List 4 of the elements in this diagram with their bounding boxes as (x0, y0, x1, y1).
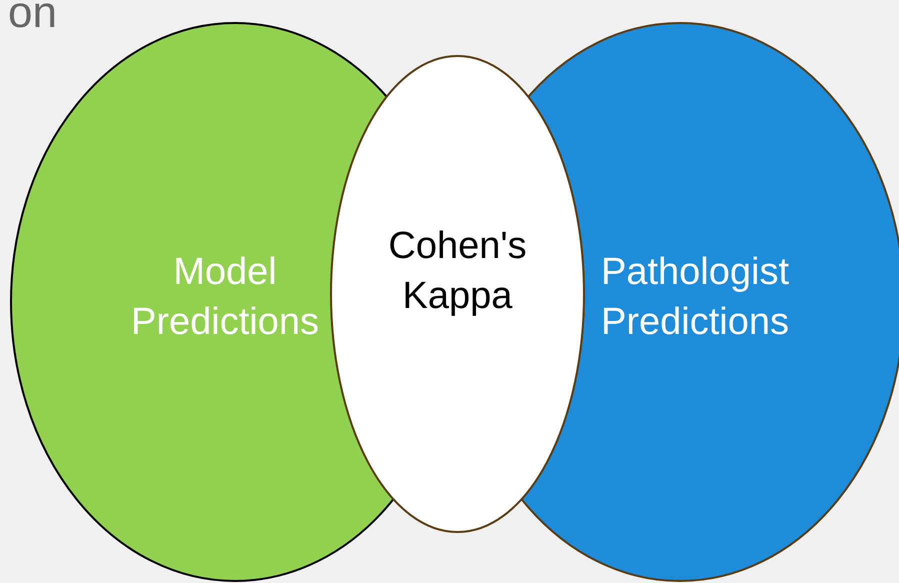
set-label: Pathologist Predictions (600, 250, 790, 345)
set-label: Model Predictions (130, 250, 320, 345)
title-fragment: on (8, 0, 57, 38)
set-label: Cohen's Kappa (387, 224, 528, 319)
